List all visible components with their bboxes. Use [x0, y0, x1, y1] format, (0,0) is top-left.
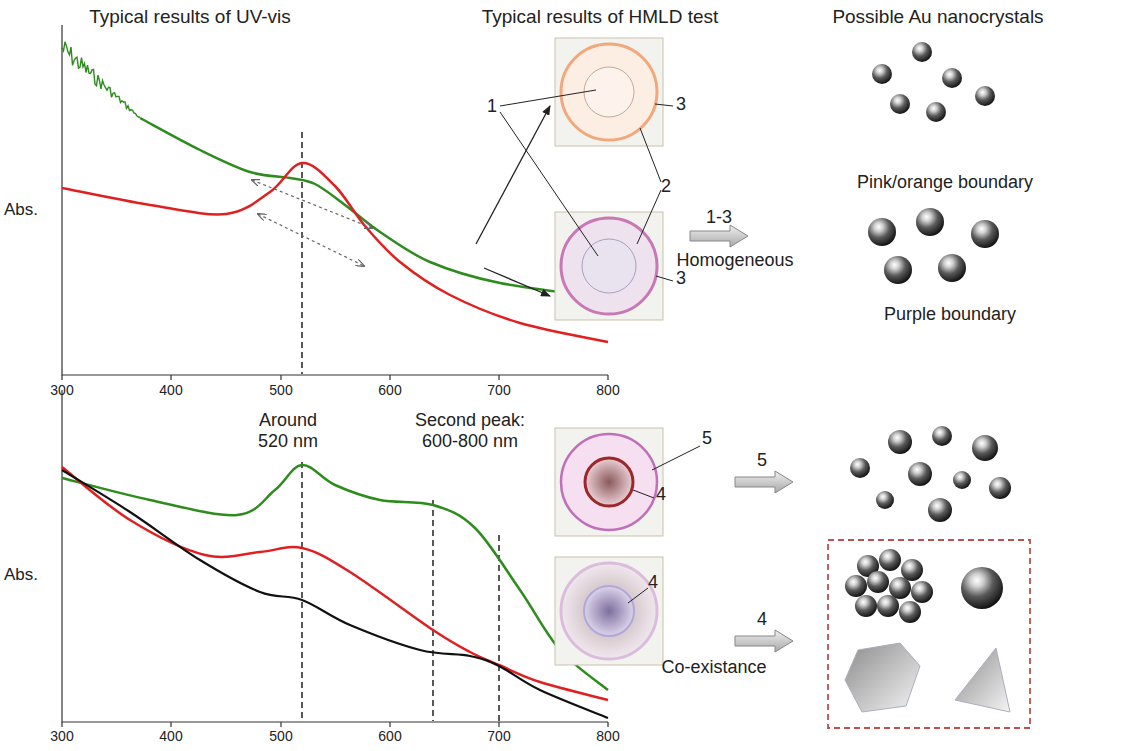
hmld-square [555, 38, 663, 665]
tick-label: 600 [378, 382, 401, 398]
panel-title: Typical results of UV-vis [89, 6, 291, 28]
panel-title: Typical results of HMLD test [482, 6, 719, 28]
caption-text: Pink/orange boundary [857, 172, 1033, 193]
callout-number: 4 [648, 572, 658, 593]
tick-label: 500 [269, 728, 292, 744]
spectrum-curve [62, 42, 140, 118]
callout-number: 4 [656, 484, 666, 505]
axis-label: Abs. [4, 565, 38, 585]
spectra [62, 42, 608, 718]
tick-label: 700 [487, 728, 510, 744]
callout-number: 5 [702, 428, 712, 449]
callout-number: 2 [661, 176, 671, 197]
width-arrow [252, 180, 372, 266]
spectrum-curve [62, 470, 608, 718]
tick-label: 400 [159, 728, 182, 744]
tick-label: 600 [378, 728, 401, 744]
pointer-arrow [476, 106, 550, 296]
spectrum-curve [140, 118, 608, 298]
tick-label: 700 [487, 382, 510, 398]
arrow-label: 1-3 [706, 207, 732, 228]
group-box [828, 540, 1030, 728]
tick-label: 500 [269, 382, 292, 398]
panel-title: Possible Au nanocrystals [832, 6, 1043, 28]
annotation: Second peak: 600-800 nm [408, 410, 533, 451]
tick-label: 800 [596, 728, 619, 744]
arrow-label: Homogeneous [676, 250, 793, 271]
tick-label: 800 [596, 382, 619, 398]
tick-label: 300 [50, 382, 73, 398]
plot-axes [62, 25, 608, 727]
spectrum-curve [62, 467, 608, 700]
callout-number: 3 [676, 94, 686, 115]
caption-text: Purple boundary [884, 304, 1016, 325]
nanoplate [845, 643, 1010, 712]
nanoparticle [850, 42, 1011, 522]
arrow-label: 5 [757, 450, 767, 471]
tick-label: 400 [159, 382, 182, 398]
arrow-label: 4 [757, 609, 767, 630]
annotation: Around 520 nm [248, 410, 328, 451]
nanoparticle-cluster [845, 549, 1003, 623]
axis-label: Abs. [4, 200, 38, 220]
spectrum-curve [62, 163, 608, 342]
leader-line [500, 90, 700, 603]
callout-number: 3 [676, 268, 686, 289]
spectrum-curve [62, 465, 608, 690]
tick-label: 300 [50, 728, 73, 744]
block-arrow [690, 225, 793, 652]
arrow-label: Co-existance [661, 657, 766, 678]
callout-number: 1 [487, 96, 497, 117]
